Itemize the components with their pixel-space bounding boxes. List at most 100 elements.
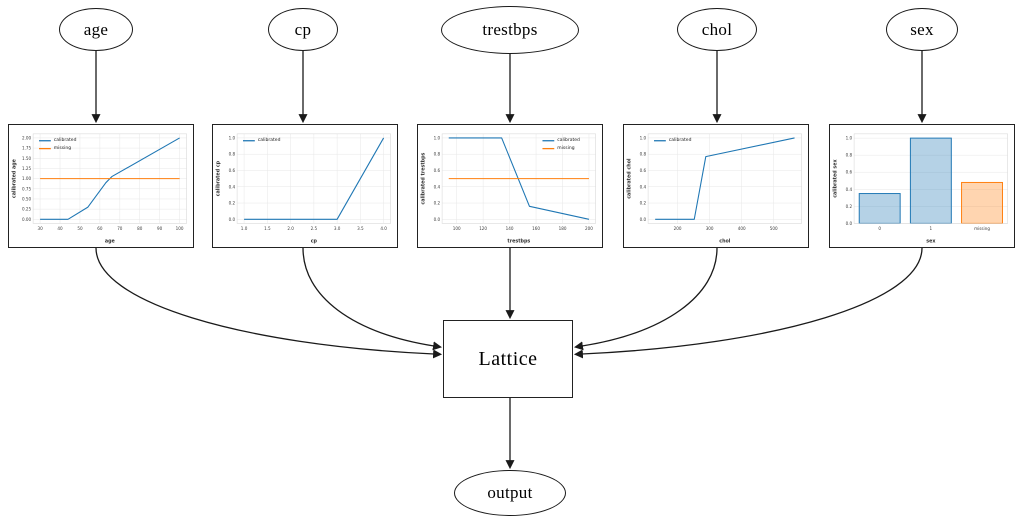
edge-chart-age-to-lattice: [95, 247, 443, 359]
svg-text:0.00: 0.00: [22, 217, 32, 222]
svg-text:500: 500: [770, 226, 778, 231]
svg-text:age: age: [105, 240, 116, 245]
svg-text:3.5: 3.5: [357, 226, 364, 231]
chol-calibration-plot: 0.0 0.2 0.4 0.6 0.8 1.0 200 300 400 500 calibrated…: [624, 125, 808, 247]
chart-node-age: 0.00 0.25 0.50 0.75 1.00 1.25 1.50 1.75 2.00 30 40…: [8, 124, 194, 248]
svg-text:0.6: 0.6: [846, 170, 853, 175]
chart-node-chol: 0.0 0.2 0.4 0.6 0.8 1.0 200 300 400 500 calibrated…: [623, 124, 809, 248]
svg-text:40: 40: [57, 226, 63, 231]
svg-text:0: 0: [878, 226, 881, 231]
svg-text:calibrated cp: calibrated cp: [215, 160, 221, 196]
svg-text:1.0: 1.0: [229, 135, 236, 140]
svg-text:calibrated: calibrated: [54, 137, 77, 143]
svg-text:2.5: 2.5: [311, 226, 318, 231]
svg-text:0.8: 0.8: [846, 153, 853, 158]
node-lattice: Lattice: [443, 320, 573, 398]
node-age: age: [59, 8, 133, 51]
node-trestbps: trestbps: [441, 6, 579, 54]
svg-text:1.50: 1.50: [22, 156, 32, 161]
svg-text:0.2: 0.2: [846, 204, 853, 209]
svg-text:0.50: 0.50: [22, 196, 32, 201]
svg-text:sex: sex: [926, 240, 936, 245]
svg-text:0.8: 0.8: [640, 152, 647, 157]
svg-text:0.4: 0.4: [640, 184, 647, 189]
svg-text:70: 70: [117, 226, 123, 231]
svg-text:0.6: 0.6: [229, 168, 236, 173]
svg-text:calibrated chol: calibrated chol: [626, 158, 632, 199]
svg-text:cp: cp: [311, 240, 318, 245]
svg-text:80: 80: [137, 226, 143, 231]
node-output: output: [454, 470, 566, 516]
svg-text:0.25: 0.25: [22, 207, 32, 212]
svg-text:calibrated trestbps: calibrated trestbps: [420, 152, 426, 204]
node-trestbps-label: trestbps: [482, 20, 538, 39]
svg-text:calibrated: calibrated: [557, 137, 580, 143]
svg-text:calibrated sex: calibrated sex: [832, 159, 838, 198]
svg-text:100: 100: [453, 226, 461, 231]
svg-text:calibrated: calibrated: [669, 137, 692, 143]
node-chol: chol: [677, 8, 757, 51]
node-output-label: output: [487, 483, 533, 502]
node-sex-label: sex: [910, 19, 934, 39]
svg-text:1.0: 1.0: [846, 136, 853, 141]
node-sex: sex: [886, 8, 958, 51]
svg-text:missing: missing: [974, 226, 990, 231]
svg-text:100: 100: [176, 226, 184, 231]
svg-text:0.4: 0.4: [434, 184, 441, 189]
svg-text:4.0: 4.0: [380, 226, 387, 231]
svg-text:0.4: 0.4: [229, 184, 236, 189]
svg-text:1.75: 1.75: [22, 146, 32, 151]
svg-text:400: 400: [738, 226, 746, 231]
svg-text:missing: missing: [54, 145, 71, 151]
svg-text:0.6: 0.6: [434, 168, 441, 173]
node-cp-label: cp: [294, 19, 312, 39]
svg-text:0.2: 0.2: [640, 201, 647, 206]
svg-text:0.4: 0.4: [846, 187, 853, 192]
svg-text:calibrated age: calibrated age: [11, 158, 17, 198]
svg-text:calibrated: calibrated: [258, 137, 281, 143]
svg-text:30: 30: [37, 226, 43, 231]
svg-text:180: 180: [559, 226, 567, 231]
svg-text:3.0: 3.0: [334, 226, 341, 231]
node-chol-label: chol: [701, 19, 733, 39]
edge-chart-cp-to-lattice: [302, 247, 442, 351]
svg-text:trestbps: trestbps: [507, 239, 530, 245]
svg-text:200: 200: [674, 226, 682, 231]
svg-text:1: 1: [930, 226, 933, 231]
svg-text:missing: missing: [557, 145, 574, 151]
svg-text:0.8: 0.8: [229, 152, 236, 157]
svg-text:1.0: 1.0: [434, 135, 441, 140]
svg-text:0.75: 0.75: [22, 186, 32, 191]
svg-text:200: 200: [585, 226, 593, 231]
node-cp: cp: [268, 8, 338, 51]
edge-chart-sex-to-lattice: [573, 247, 923, 359]
svg-text:chol: chol: [719, 239, 731, 245]
svg-text:140: 140: [506, 226, 514, 231]
svg-text:50: 50: [77, 226, 83, 231]
svg-text:160: 160: [532, 226, 540, 231]
svg-text:1.0: 1.0: [241, 226, 248, 231]
svg-text:2.00: 2.00: [22, 135, 32, 140]
svg-text:0.0: 0.0: [229, 217, 236, 222]
svg-text:60: 60: [97, 226, 103, 231]
svg-text:90: 90: [157, 226, 163, 231]
svg-text:0.2: 0.2: [434, 201, 441, 206]
svg-text:1.5: 1.5: [264, 226, 271, 231]
node-lattice-label: Lattice: [478, 347, 538, 370]
svg-text:0.0: 0.0: [434, 217, 441, 222]
node-age-label: age: [83, 19, 109, 39]
svg-text:1.25: 1.25: [22, 166, 32, 171]
svg-text:1.00: 1.00: [22, 176, 32, 181]
svg-text:0.6: 0.6: [640, 168, 647, 173]
svg-text:1.0: 1.0: [640, 135, 647, 140]
svg-text:0.0: 0.0: [640, 217, 647, 222]
svg-text:300: 300: [706, 226, 714, 231]
svg-text:0.8: 0.8: [434, 152, 441, 157]
